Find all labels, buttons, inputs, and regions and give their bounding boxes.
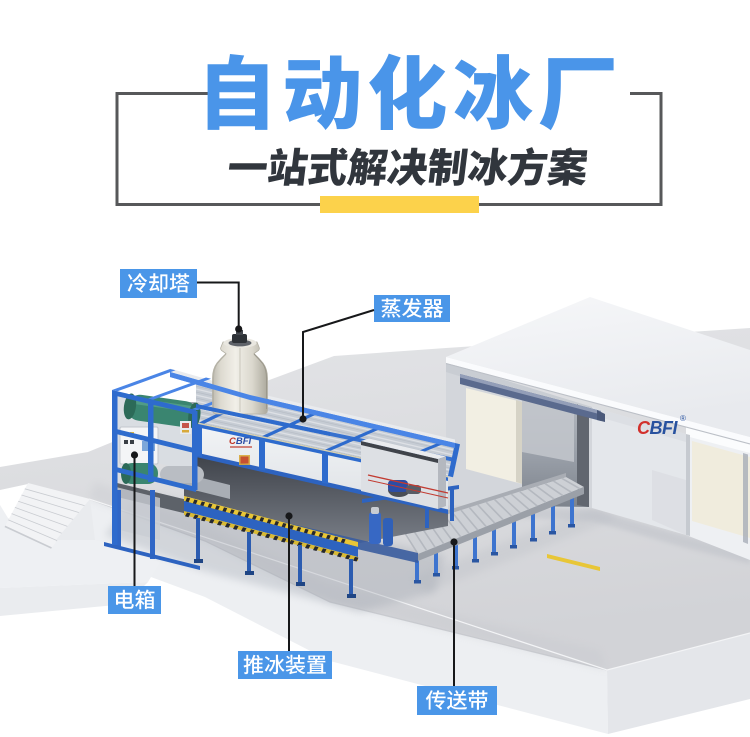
svg-text:CBFI: CBFI — [229, 436, 252, 447]
svg-text:CBFI: CBFI — [637, 418, 678, 438]
svg-text:®: ® — [680, 414, 686, 423]
